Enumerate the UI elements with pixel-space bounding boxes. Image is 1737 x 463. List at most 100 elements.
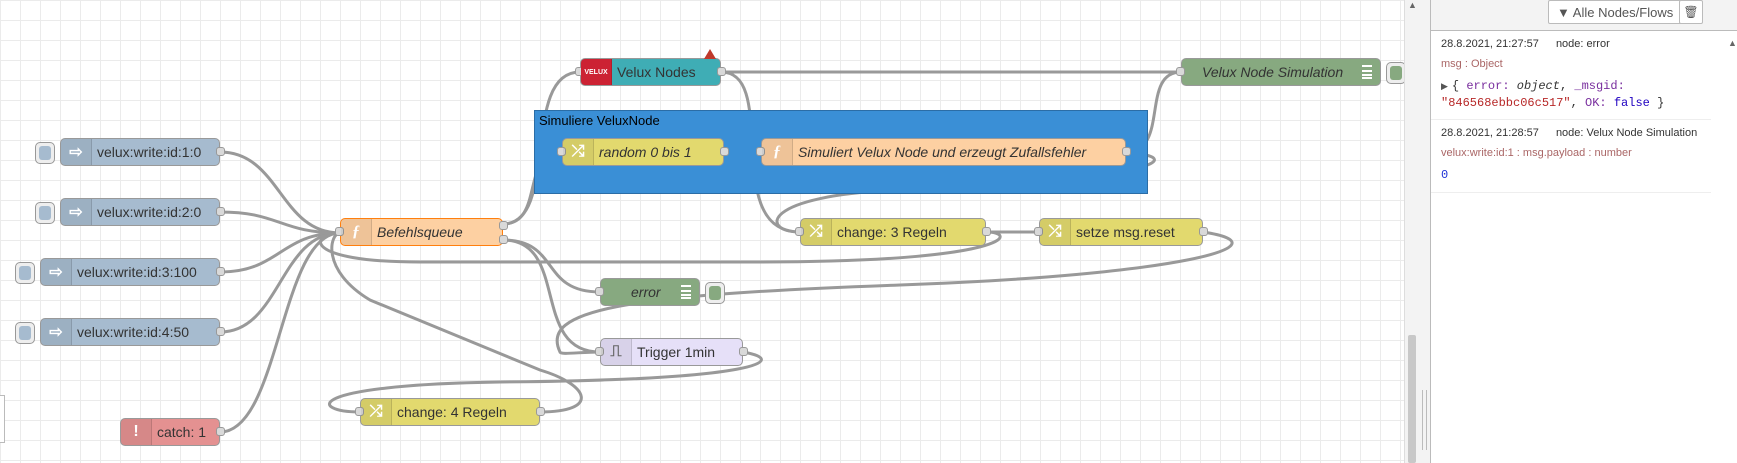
output-port[interactable] bbox=[216, 147, 225, 156]
input-port[interactable] bbox=[595, 347, 604, 356]
change-node-3-regeln[interactable]: ⤮ change: 3 Regeln bbox=[795, 218, 991, 246]
debug-message[interactable]: 28.8.2021, 21:27:57 node: error msg : Ob… bbox=[1431, 38, 1711, 120]
wire[interactable] bbox=[219, 150, 341, 235]
warning-icon bbox=[704, 49, 716, 59]
message-topic: velux:write:id:1 : msg.payload : number bbox=[1441, 147, 1632, 159]
brace: } bbox=[1657, 96, 1665, 110]
trigger-pulse-icon: ⎍ bbox=[601, 339, 632, 365]
sidebar-scrollbar[interactable]: ▲ bbox=[1726, 30, 1737, 463]
debug-node-error[interactable]: error bbox=[595, 278, 725, 306]
trash-icon[interactable]: 🗑 bbox=[1679, 0, 1703, 24]
function-node-simulation[interactable]: ƒ Simuliert Velux Node und erzeugt Zufal… bbox=[756, 138, 1131, 166]
wire[interactable] bbox=[219, 231, 341, 334]
output-port[interactable] bbox=[1122, 147, 1131, 156]
input-port[interactable] bbox=[557, 147, 566, 156]
inject-button[interactable] bbox=[35, 202, 55, 224]
arrow-right-icon: ⇨ bbox=[41, 259, 72, 285]
inject-node-4[interactable]: ⇨ velux:write:id:4:50 bbox=[15, 318, 225, 346]
output-port[interactable] bbox=[1199, 227, 1208, 236]
node-label: Velux Node Simulation bbox=[1202, 64, 1344, 80]
scrollbar-thumb[interactable] bbox=[1408, 335, 1416, 463]
input-port[interactable] bbox=[756, 147, 765, 156]
message-meta: 28.8.2021, 21:28:57 node: Velux Node Sim… bbox=[1441, 127, 1701, 139]
input-port[interactable] bbox=[595, 287, 604, 296]
output-port-1[interactable] bbox=[499, 221, 508, 230]
inject-button[interactable] bbox=[35, 142, 55, 164]
node-label: change: 3 Regeln bbox=[837, 224, 947, 240]
wire[interactable] bbox=[327, 350, 763, 414]
debug-toggle-button[interactable] bbox=[705, 282, 725, 304]
output-port[interactable] bbox=[982, 227, 991, 236]
output-port[interactable] bbox=[216, 267, 225, 276]
velux-node[interactable]: VELUX Velux Nodes bbox=[575, 49, 726, 86]
output-port[interactable] bbox=[216, 207, 225, 216]
message-value: 0 bbox=[1441, 168, 1449, 182]
object-key: error: bbox=[1466, 79, 1510, 93]
arrow-right-icon: ⇨ bbox=[61, 139, 92, 165]
output-port[interactable] bbox=[536, 407, 545, 416]
shuffle-icon: ⤮ bbox=[1040, 219, 1071, 245]
message-node[interactable]: node: error bbox=[1555, 38, 1610, 50]
group-label: Simuliere VeluxNode bbox=[539, 113, 660, 128]
wire[interactable] bbox=[330, 231, 583, 414]
function-icon: ƒ bbox=[762, 139, 793, 165]
filter-button[interactable]: ▼ Alle Nodes/Flows bbox=[1548, 0, 1683, 24]
change-node-reset[interactable]: ⤮ setze msg.reset bbox=[1034, 218, 1208, 246]
message-meta: 28.8.2021, 21:27:57 node: error bbox=[1441, 38, 1701, 50]
debug-toggle-button[interactable] bbox=[1386, 62, 1404, 84]
catch-node[interactable]: ! catch: 1 bbox=[120, 418, 225, 446]
change-node-4-regeln[interactable]: ⤮ change: 4 Regeln bbox=[355, 398, 545, 426]
input-port[interactable] bbox=[1034, 227, 1043, 236]
output-port[interactable] bbox=[717, 67, 726, 76]
output-port[interactable] bbox=[216, 427, 225, 436]
shuffle-icon: ⤮ bbox=[361, 399, 392, 425]
scroll-up-icon[interactable]: ▲ bbox=[1728, 38, 1737, 48]
output-port[interactable] bbox=[216, 327, 225, 336]
wire[interactable] bbox=[219, 210, 341, 235]
workspace-scrollbar[interactable]: ▲ bbox=[1404, 0, 1419, 463]
filter-label: Alle Nodes/Flows bbox=[1572, 5, 1674, 20]
wire[interactable] bbox=[219, 231, 341, 434]
expand-triangle-icon[interactable]: ▶ bbox=[1441, 82, 1448, 92]
scroll-up-icon[interactable]: ▲ bbox=[1408, 0, 1417, 10]
input-port[interactable] bbox=[335, 227, 344, 236]
wire[interactable] bbox=[555, 230, 1234, 355]
node-label: error bbox=[631, 284, 661, 300]
trigger-node[interactable]: ⎍ Trigger 1min bbox=[595, 338, 748, 366]
change-node-random[interactable]: ⤮ random 0 bis 1 bbox=[557, 138, 729, 166]
message-body[interactable]: ▶{ error: object, _msgid: "846568ebbc06c… bbox=[1441, 79, 1665, 110]
input-port[interactable] bbox=[1176, 67, 1185, 76]
object-value: "846568ebbc06c517" bbox=[1441, 96, 1571, 110]
wire[interactable] bbox=[219, 231, 341, 274]
input-port[interactable] bbox=[795, 227, 804, 236]
wire[interactable] bbox=[502, 238, 601, 354]
flow-workspace[interactable]: Simuliere VeluxNode ⇨ velux:write:id:1:0… bbox=[0, 0, 1404, 463]
sidebar-splitter[interactable] bbox=[1418, 0, 1430, 463]
filter-icon: ▼ bbox=[1557, 5, 1570, 20]
input-port[interactable] bbox=[355, 407, 364, 416]
node-label: change: 4 Regeln bbox=[397, 404, 507, 420]
brace: { bbox=[1451, 79, 1460, 93]
node-label: Trigger 1min bbox=[637, 344, 716, 360]
function-node-befehlsqueue[interactable]: ƒ Befehlsqueue bbox=[335, 218, 508, 246]
inject-node-2[interactable]: ⇨ velux:write:id:2:0 bbox=[35, 198, 225, 226]
output-port-2[interactable] bbox=[499, 235, 508, 244]
inject-node-1[interactable]: ⇨ velux:write:id:1:0 bbox=[35, 138, 225, 166]
wire[interactable] bbox=[319, 230, 1002, 264]
debug-message[interactable]: 28.8.2021, 21:28:57 node: Velux Node Sim… bbox=[1431, 127, 1711, 193]
list-icon bbox=[681, 285, 691, 299]
object-key: OK: bbox=[1585, 96, 1607, 110]
list-icon bbox=[1362, 65, 1372, 79]
message-node[interactable]: node: Velux Node Simulation bbox=[1555, 127, 1698, 139]
wire[interactable] bbox=[502, 238, 601, 294]
inject-node-3[interactable]: ⇨ velux:write:id:3:100 bbox=[15, 258, 225, 286]
node-label: velux:write:id:1:0 bbox=[97, 144, 202, 160]
output-port[interactable] bbox=[739, 347, 748, 356]
debug-node-velux-simulation[interactable]: Velux Node Simulation bbox=[1176, 58, 1404, 86]
message-timestamp: 28.8.2021, 21:28:57 bbox=[1441, 127, 1539, 139]
node-label: catch: 1 bbox=[157, 424, 207, 440]
inject-button[interactable] bbox=[15, 322, 35, 344]
output-port[interactable] bbox=[720, 147, 729, 156]
inject-button[interactable] bbox=[15, 262, 35, 284]
splitter-grip[interactable] bbox=[1422, 390, 1427, 450]
